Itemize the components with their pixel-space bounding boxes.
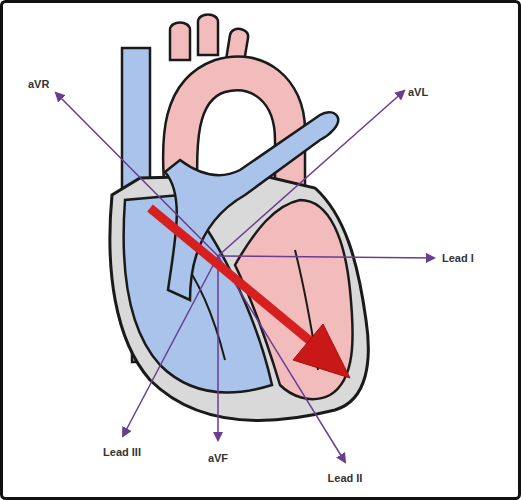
lead-label: Lead II bbox=[328, 472, 363, 484]
lead-label: Lead III bbox=[103, 446, 141, 458]
lead-label: Lead I bbox=[442, 252, 474, 264]
pericardium bbox=[110, 175, 368, 420]
lead-axes bbox=[56, 91, 434, 462]
lead-label: aVL bbox=[408, 86, 428, 98]
lead-label: aVF bbox=[208, 452, 228, 464]
left-heart bbox=[235, 200, 353, 399]
pulmonary-artery bbox=[165, 112, 338, 300]
cardiac-axis-arrow bbox=[150, 208, 350, 378]
lead-label: aVR bbox=[28, 78, 49, 90]
